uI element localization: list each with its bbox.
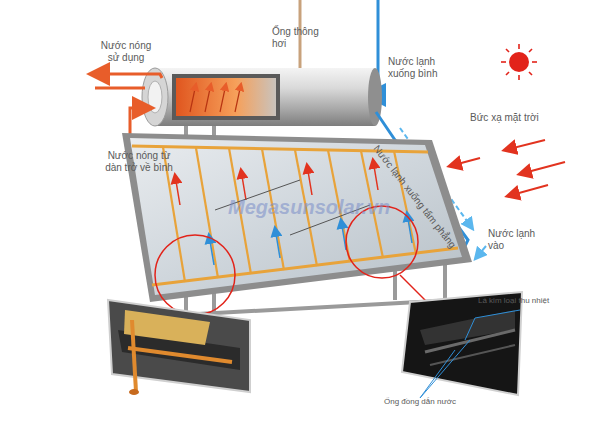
- leader-line: [420, 310, 520, 398]
- flow-arrow: [476, 246, 486, 258]
- flow-label: Nước lạnh vào: [488, 228, 540, 251]
- collector-detail-inset: [108, 300, 250, 395]
- part-label: Lá kim loại thu nhiệt: [478, 296, 598, 305]
- radiation-arrows: [450, 140, 565, 196]
- watermark: Megasunsolar.vn: [228, 196, 398, 219]
- flat-plate-collector: [122, 133, 472, 302]
- part-label: Ống đồng dẫn nước: [384, 397, 504, 406]
- detail-callout: [155, 206, 430, 320]
- hot-outlet-pipe: [92, 74, 162, 78]
- flow-label: Nước lạnh xuống bình: [388, 56, 448, 79]
- absorber-detail-inset: [402, 292, 522, 395]
- radiation-label: Bức xạ mặt trời: [470, 112, 580, 124]
- flow-label: Nước nóng từ dàn trở về bình: [98, 150, 180, 173]
- storage-tank: [142, 68, 382, 126]
- pipe-label: Ống thông hơi: [272, 26, 328, 49]
- hot-outlet-pipe: [95, 87, 145, 90]
- flow-label: Nước nóng sử dụng: [96, 40, 156, 63]
- sun-symbol: [501, 44, 537, 80]
